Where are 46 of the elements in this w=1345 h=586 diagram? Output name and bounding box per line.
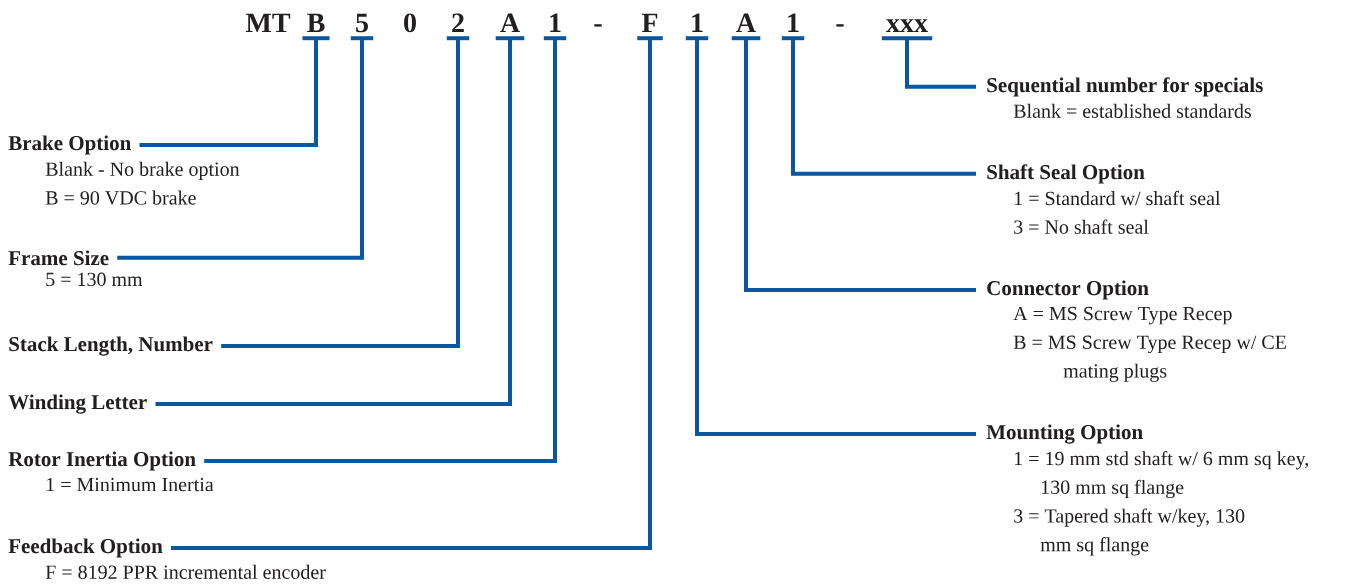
option-value-text: 5 = 130 mm [46,272,143,287]
option-value-text: 1 = Standard w/ shaft seal [1014,190,1221,206]
leader-line [791,38,976,176]
leader-line [695,38,976,436]
option-value-text: F = 8192 PPR incremental encoder [45,564,326,579]
option-value-text: B = MS Screw Type Recep w/ CE mating plugs [1013,335,1286,382]
option-heading: Connector Option [987,280,1149,300]
leader-line [905,38,976,89]
underlined-code-character: 5 [350,13,374,41]
option-value-text: Blank - No brake option [45,161,240,180]
code-character: 0 [404,13,416,33]
option-value-text: Blank = established standards [1013,103,1251,118]
underlined-code-character: 1 [685,13,709,41]
underlined-code-character: F [637,13,663,41]
option-value-text: 1 = 19 mm std shaft w/ 6 mm sq key, 130 mm sq flange [1014,451,1309,499]
underlined-code-character: 1 [781,13,805,41]
leader-line [117,38,364,260]
option-heading: Rotor Inertia Option [8,451,196,471]
option-value-text: 3 = No shaft seal [1014,219,1149,234]
leader-line [139,38,318,147]
leader-line [744,38,976,292]
leader-line [221,38,460,349]
leader-line [155,38,512,407]
underlined-code-character: 1 [543,13,567,41]
option-heading: Mounting Option [986,424,1143,444]
leader-line [204,38,557,463]
underlined-code-character: xxx [881,19,933,41]
option-value-text: 1 = Minimum Inertia [46,477,214,492]
option-heading: Frame Size [8,250,109,266]
code-character: MT [245,13,291,32]
option-heading: Sequential number for specials [987,77,1263,97]
option-value-text: A = MS Screw Type Recep [1013,306,1232,325]
code-character: - [594,24,602,27]
option-value-text: 3 = Tapered shaft w/key, 130 mm sq flange [1014,508,1245,556]
code-character: - [836,24,844,27]
underlined-code-character: A [731,13,761,41]
option-value-text: B = 90 VDC brake [45,190,196,205]
option-heading: Brake Option [8,135,131,155]
underlined-code-character: A [495,13,525,41]
option-heading: Winding Letter [8,394,147,414]
leader-line [171,38,652,550]
underlined-code-character: 2 [446,13,470,41]
option-heading: Feedback Option [8,538,163,558]
option-heading: Shaft Seal Option [987,164,1145,184]
underlined-code-character: B [302,13,330,41]
option-heading: Stack Length, Number [9,336,213,356]
